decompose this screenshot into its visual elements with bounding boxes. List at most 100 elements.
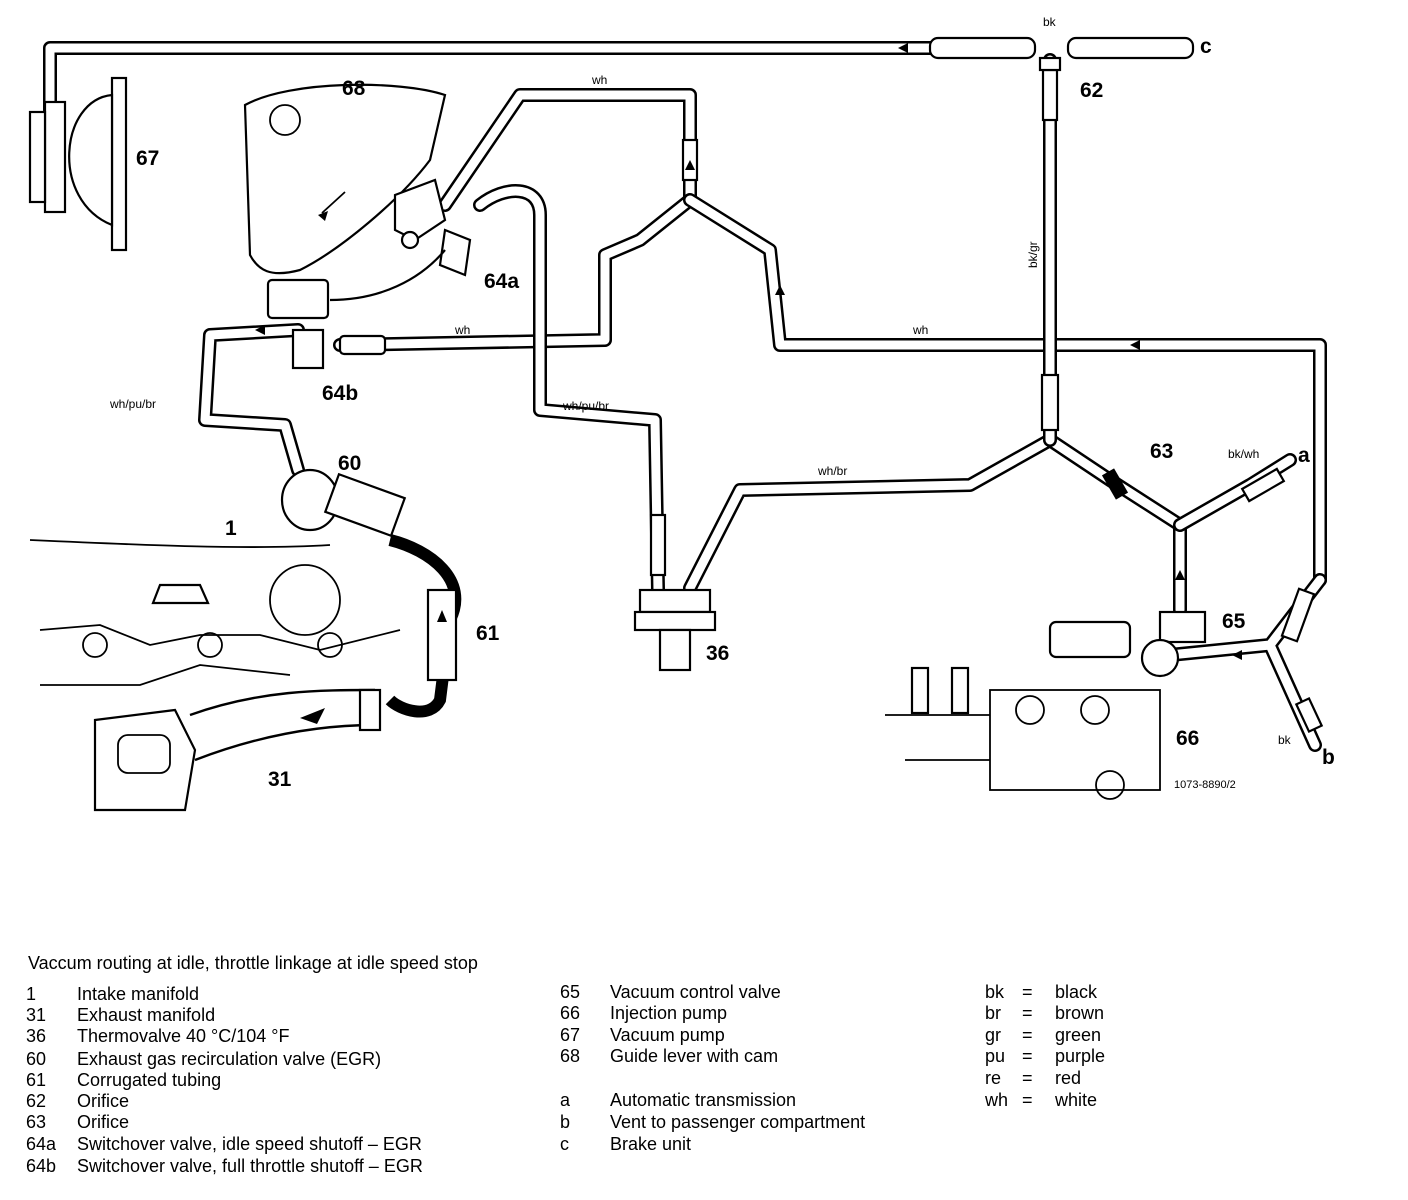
- legend-num: 68: [560, 1046, 581, 1066]
- exhaust-manifold: [93, 688, 382, 812]
- vacuum-pump: [28, 76, 128, 252]
- color-eq: =: [1022, 982, 1033, 1002]
- wire-label-bk-bottom: bk: [1278, 733, 1292, 747]
- orifice-63: [1101, 468, 1129, 500]
- egr-valve: [269, 468, 407, 636]
- guide-lever-cam: [243, 83, 472, 277]
- legend-text: Switchover valve, full throttle shutoff …: [77, 1156, 423, 1176]
- label-62: 62: [1080, 79, 1103, 102]
- legend-text: Thermovalve 40 °C/104 °F: [77, 1026, 290, 1046]
- legend-num: 66: [560, 1003, 581, 1023]
- legend-text: Injection pump: [610, 1003, 728, 1023]
- color-name: green: [1055, 1025, 1102, 1045]
- line-wh-top: [438, 88, 697, 212]
- switchover-valve-64b: [266, 249, 446, 370]
- orifice-62: [1038, 56, 1062, 72]
- label-1: 1: [225, 517, 237, 540]
- label-64a: 64a: [484, 270, 519, 293]
- legend-text: Orifice: [77, 1091, 130, 1111]
- legend-num: 62: [26, 1091, 47, 1111]
- color-code: re: [985, 1068, 1002, 1088]
- label-67: 67: [136, 147, 159, 170]
- legend-text: Exhaust gas recirculation valve (EGR): [77, 1049, 382, 1069]
- line-y-junction-center: [333, 143, 1327, 587]
- wire-label-whpubr-left: wh/pu/br: [109, 397, 156, 411]
- color-eq: =: [1022, 1046, 1033, 1066]
- corrugated-tubing: [385, 534, 462, 718]
- color-name: brown: [1055, 1003, 1105, 1023]
- wire-labels: wh wh wh wh/pu/br wh/pu/br wh/br bk bk/g…: [109, 15, 1292, 791]
- legend-text: Guide lever with cam: [610, 1046, 779, 1066]
- thermovalve: [633, 588, 717, 672]
- legend-text: Brake unit: [610, 1134, 692, 1154]
- label-a: a: [1298, 444, 1310, 467]
- label-c: c: [1200, 35, 1212, 58]
- label-64b: 64b: [322, 382, 358, 405]
- legend-text: Automatic transmission: [610, 1090, 797, 1110]
- label-63: 63: [1150, 440, 1173, 463]
- wire-label-bkgr: bk/gr: [1026, 241, 1040, 268]
- legend-num: 63: [26, 1112, 47, 1132]
- figure-code: 1073-8890/2: [1174, 779, 1236, 791]
- color-eq: =: [1022, 1090, 1033, 1110]
- legend-text: Exhaust manifold: [77, 1005, 216, 1025]
- label-66: 66: [1176, 727, 1199, 750]
- color-eq: =: [1022, 1068, 1033, 1088]
- legend-num: 36: [26, 1026, 47, 1046]
- color-name: purple: [1055, 1046, 1106, 1066]
- wire-label-whpubr-center: wh/pu/br: [562, 399, 609, 413]
- legend-num: c: [560, 1134, 569, 1154]
- color-code: pu: [985, 1046, 1006, 1066]
- legend-text: Vacuum pump: [610, 1025, 725, 1045]
- color-name: white: [1055, 1090, 1098, 1110]
- color-name: black: [1055, 982, 1098, 1002]
- legend-text: Orifice: [77, 1112, 130, 1132]
- legend-num: b: [560, 1112, 571, 1132]
- wire-label-bk-top: bk: [1043, 15, 1057, 29]
- part-labels: 68 67 64a 64b 60 1 61 31 36 63 65 66 62 …: [136, 35, 1335, 791]
- label-60: 60: [338, 452, 361, 475]
- color-code: br: [985, 1003, 1002, 1023]
- legend-text: Vacuum control valve: [610, 982, 781, 1002]
- label-68: 68: [342, 77, 366, 100]
- legend-text: Vent to passenger compartment: [610, 1112, 866, 1132]
- label-65: 65: [1222, 610, 1246, 633]
- line-whbr: [683, 433, 1297, 617]
- color-code: wh: [985, 1090, 1009, 1110]
- wire-label-wh-mid-right: wh: [912, 323, 928, 337]
- legend-num: 65: [560, 982, 581, 1002]
- legend-num: 1: [26, 984, 37, 1004]
- wire-label-bkwh: bk/wh: [1228, 447, 1259, 461]
- legend-num: 61: [26, 1070, 47, 1090]
- color-eq: =: [1022, 1003, 1033, 1023]
- label-36: 36: [706, 642, 729, 665]
- injection-pump: [885, 666, 1161, 800]
- color-code: gr: [985, 1025, 1002, 1045]
- legend-num: 31: [26, 1005, 47, 1025]
- vacuum-control-valve: [1048, 610, 1207, 678]
- label-b: b: [1322, 746, 1335, 769]
- legend-text: Corrugated tubing: [77, 1070, 222, 1090]
- caption: Vaccum routing at idle, throttle linkage…: [28, 953, 478, 973]
- line-whpubr-center: [473, 184, 665, 597]
- label-31: 31: [268, 768, 292, 791]
- wire-label-wh-mid-left: wh: [454, 323, 470, 337]
- legend-text: Intake manifold: [77, 984, 200, 1004]
- color-eq: =: [1022, 1025, 1033, 1045]
- legend-num: 67: [560, 1025, 581, 1045]
- flow-arrows: [255, 43, 1242, 660]
- color-code: bk: [985, 982, 1005, 1002]
- legend-num: 64a: [26, 1134, 57, 1154]
- wire-label-wh-top: wh: [591, 73, 607, 87]
- intake-manifold: [29, 539, 401, 686]
- wire-label-whbr: wh/br: [817, 464, 847, 478]
- line-whpubr-left: [198, 323, 305, 477]
- legend-text: Switchover valve, idle speed shutoff – E…: [77, 1134, 422, 1154]
- line-vacuum-pump-to-brake: [43, 41, 942, 117]
- label-61: 61: [476, 622, 500, 645]
- vacuum-routing-diagram: 68 67 64a 64b 60 1 61 31 36 63 65 66 62 …: [28, 15, 1335, 812]
- legend-num: 64b: [26, 1156, 57, 1176]
- color-name: red: [1055, 1068, 1082, 1088]
- legend-num: a: [560, 1090, 571, 1110]
- hose-sleeves: [338, 36, 1324, 734]
